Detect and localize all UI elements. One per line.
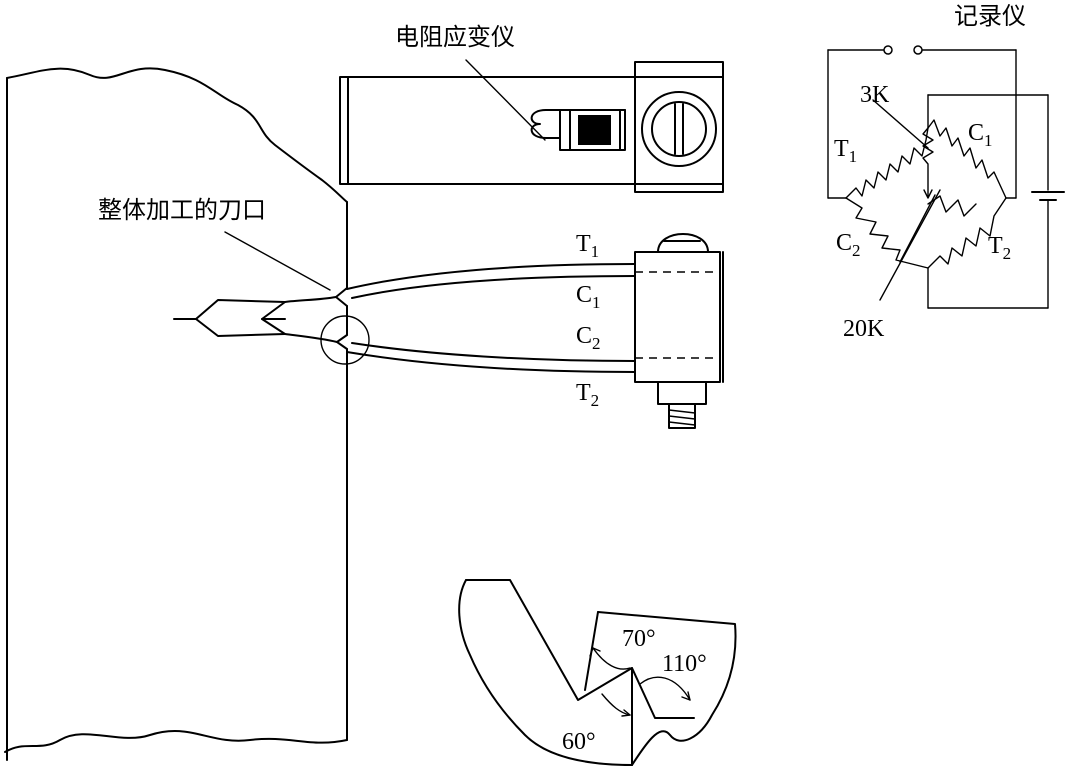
flexure-arms [346, 263, 636, 373]
notch-detail [458, 579, 737, 766]
notch-leader-line [224, 231, 331, 291]
strain-gauge-label: 电阻应变仪 [395, 23, 515, 51]
angle-60-label: 60° [562, 729, 596, 755]
strain-gauge-device [339, 59, 724, 193]
gauge-t2-label: T2 [576, 380, 599, 410]
specimen [4, 67, 370, 761]
notch-detail-circle [320, 315, 370, 365]
resistor-20k-label: 20K [843, 316, 885, 342]
integral-notch-label: 整体加工的刀口 [98, 196, 266, 224]
bridge-t2-label: T2 [988, 233, 1011, 263]
gauge-t1-label: T1 [576, 231, 599, 261]
gauge-c2-label: C2 [576, 323, 601, 353]
bridge-c1-label: C1 [968, 120, 993, 150]
angle-110-label: 110° [662, 651, 707, 677]
bridge-c2-label: C2 [836, 230, 861, 260]
resistor-3k-label: 3K [860, 82, 890, 108]
bridge-t1-label: T1 [834, 136, 857, 166]
angle-70-label: 70° [622, 626, 656, 652]
clamp-block [634, 233, 724, 429]
gauge-c1-label: C1 [576, 282, 601, 312]
bridge-circuit [827, 45, 1065, 309]
recorder-label: 记录仪 [954, 2, 1026, 30]
knife-edge-tips [173, 296, 338, 343]
